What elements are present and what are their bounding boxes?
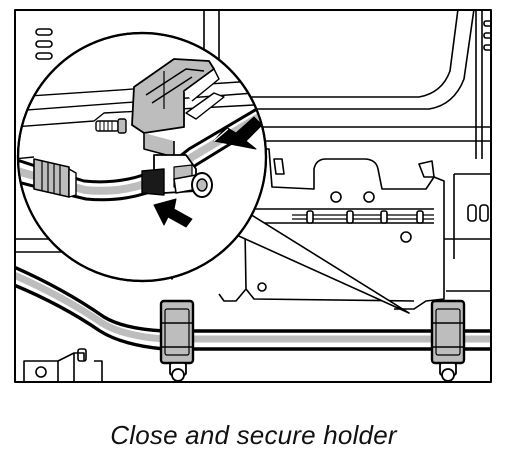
- magnified-holder-clip: [131, 58, 225, 196]
- push-arrow-icon: [213, 116, 263, 150]
- figure-caption: Close and secure holder: [110, 420, 397, 450]
- push-arrow-icon-lower: [153, 198, 193, 228]
- assembly-illustration: [14, 9, 492, 383]
- lower-left-bracket: [23, 348, 103, 383]
- securing-bolt: [173, 172, 213, 198]
- fuel-line-pipe: [14, 265, 492, 351]
- pipe-holder-left: [159, 299, 195, 382]
- stud-bolt: [95, 118, 127, 134]
- illustration-frame: [14, 9, 492, 383]
- pipe-holder-right: [430, 299, 466, 382]
- illustration-border: [14, 9, 492, 383]
- detail-magnifier: [16, 31, 268, 283]
